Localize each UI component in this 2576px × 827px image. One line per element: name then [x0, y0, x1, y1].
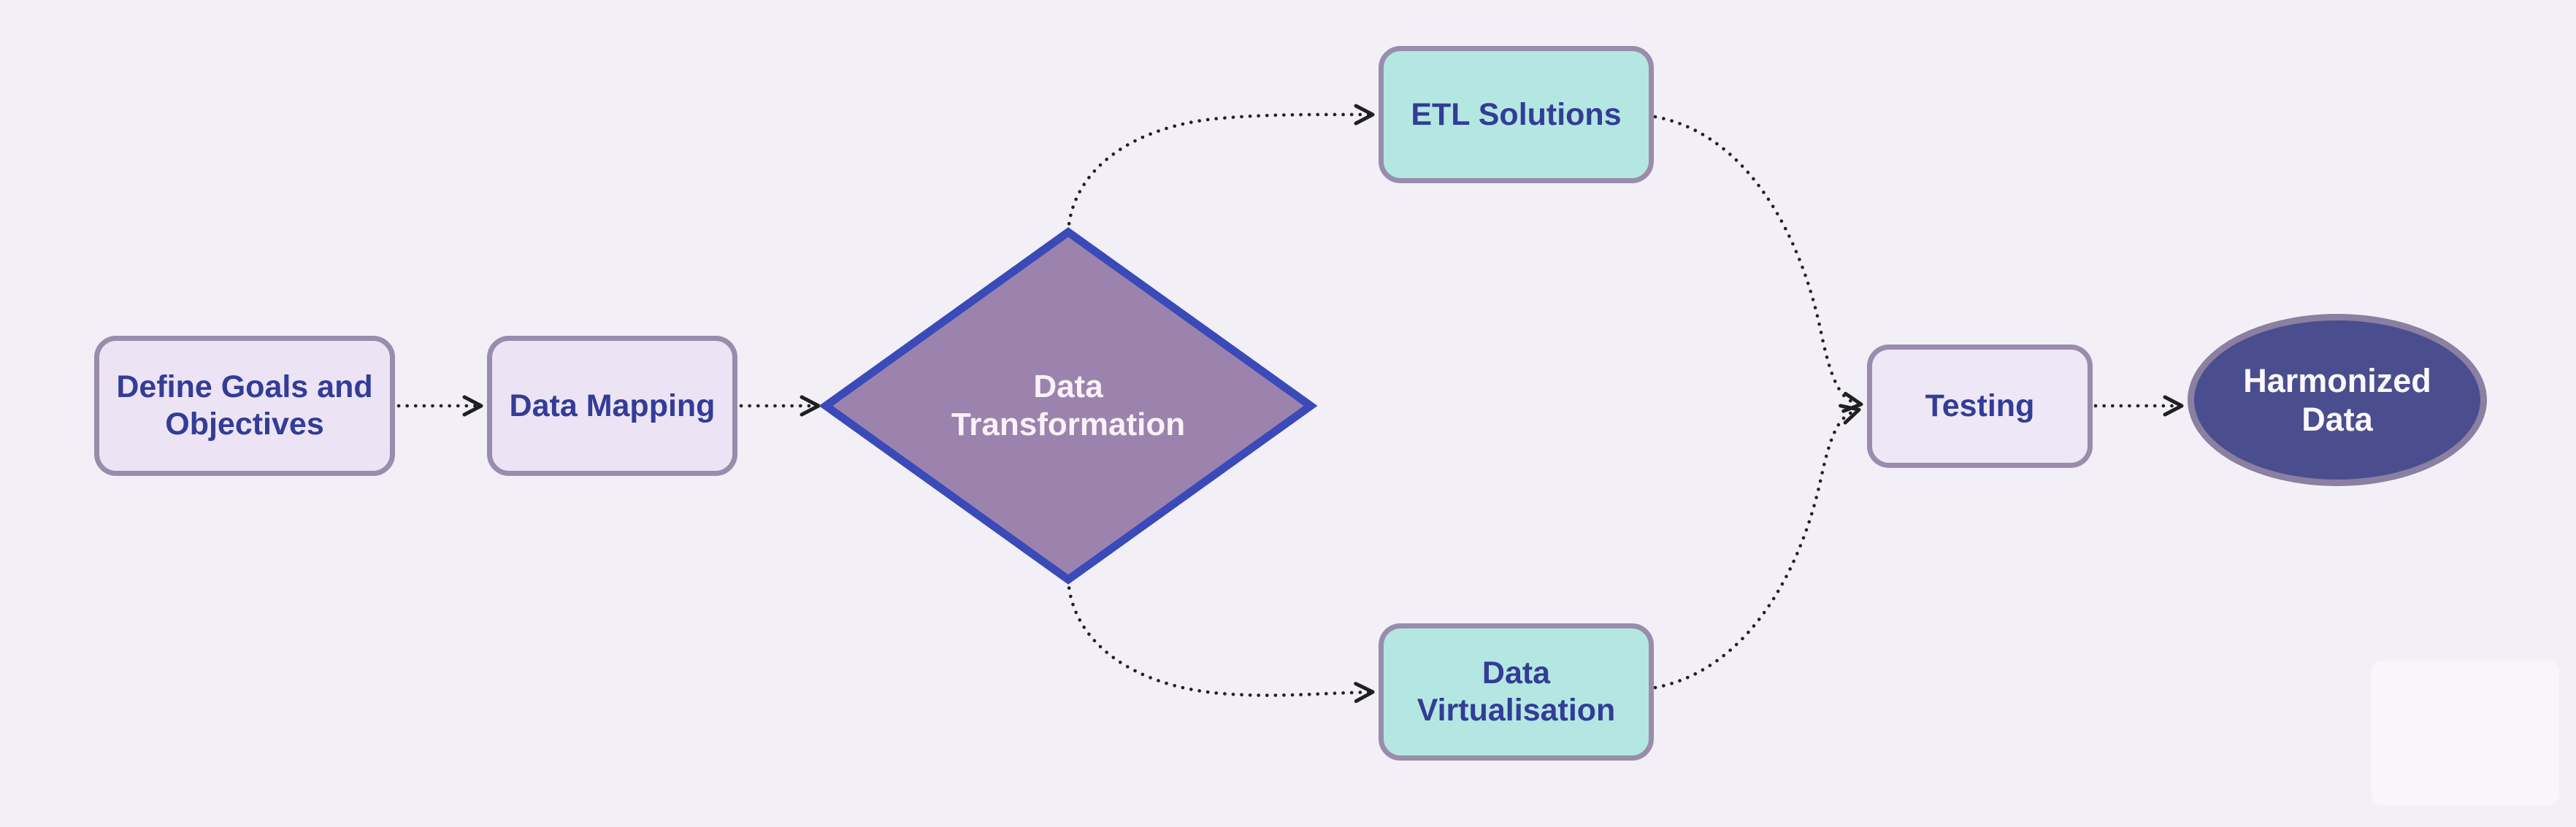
node-define-goals: Define Goals and Objectives — [94, 336, 395, 476]
data-transformation-diamond-shape — [819, 227, 1318, 585]
node-data-transformation-label: Data Transformation — [951, 369, 1186, 442]
node-define-goals-label: Define Goals and Objectives — [116, 369, 373, 442]
node-data-transformation: Data Transformation — [915, 326, 1222, 486]
node-harmonized-data-label: Harmonized Data — [2243, 361, 2431, 438]
edge-data-transformation-to-etl-solutions — [1066, 104, 1376, 234]
edge-etl-solutions-to-testing — [1653, 115, 1864, 413]
node-data-mapping: Data Mapping — [487, 336, 737, 476]
node-testing: Testing — [1867, 345, 2093, 468]
node-harmonized-data: Harmonized Data — [2188, 314, 2487, 486]
edge-data-transformation-to-data-virtualisation — [1066, 577, 1376, 704]
node-data-mapping-label: Data Mapping — [509, 388, 716, 423]
edge-data-virtualisation-to-testing — [1653, 404, 1862, 690]
node-testing-label: Testing — [1925, 388, 2035, 424]
node-data-virtualisation: Data Virtualisation — [1379, 623, 1654, 761]
watermark-remnant — [2372, 661, 2559, 805]
node-etl-solutions-label: ETL Solutions — [1411, 96, 1622, 132]
node-data-virtualisation-label: Data Virtualisation — [1417, 655, 1616, 728]
node-etl-solutions: ETL Solutions — [1379, 46, 1654, 183]
